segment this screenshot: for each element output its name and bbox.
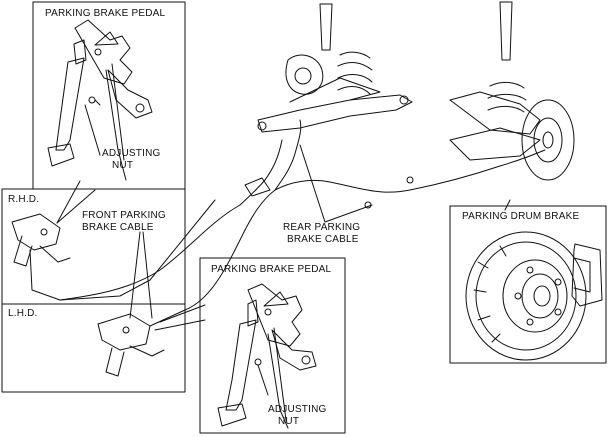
- drum-brake-drawing: [465, 231, 603, 361]
- pedal-bottom-box: [199, 257, 346, 434]
- leader-lines: [56, 104, 511, 396]
- front-brake-cable: [59, 189, 276, 311]
- rear-cable-label-line1: REAR PARKING: [283, 222, 361, 233]
- rear-cable-label-line2: BRAKE CABLE: [287, 234, 359, 245]
- pedal-top-box-title: PARKING BRAKE PEDAL: [45, 8, 166, 19]
- rhd-pedal-drawing: [11, 199, 216, 301]
- pedal-top-drawing: [47, 19, 153, 181]
- rear-suspension-drawing: [239, 1, 575, 209]
- lhd-pedal-drawing: [97, 309, 186, 377]
- adjusting-nut-top-label-line2: NUT: [112, 160, 134, 171]
- pedal-top-box: [32, 1, 186, 190]
- lhd-label: L.H.D.: [8, 308, 38, 319]
- lhd-box: [1, 303, 186, 393]
- adjusting-nut-bottom-label-line1: ADJUSTING: [268, 404, 327, 415]
- rhd-box: [1, 188, 186, 305]
- pedal-bottom-box-title: PARKING BRAKE PEDAL: [211, 264, 332, 275]
- front-cable-label-line2: BRAKE CABLE: [82, 222, 154, 233]
- adjusting-nut-bottom-label-line2: NUT: [278, 416, 300, 427]
- pedal-bottom-drawing: [217, 283, 317, 429]
- rhd-label: R.H.D.: [8, 194, 40, 205]
- adjusting-nut-top-label-line1: ADJUSTING: [102, 148, 161, 159]
- drum-brake-box: [449, 205, 607, 364]
- drum-brake-box-title: PARKING DRUM BRAKE: [462, 211, 580, 222]
- front-cable-label-line1: FRONT PARKING: [82, 210, 166, 221]
